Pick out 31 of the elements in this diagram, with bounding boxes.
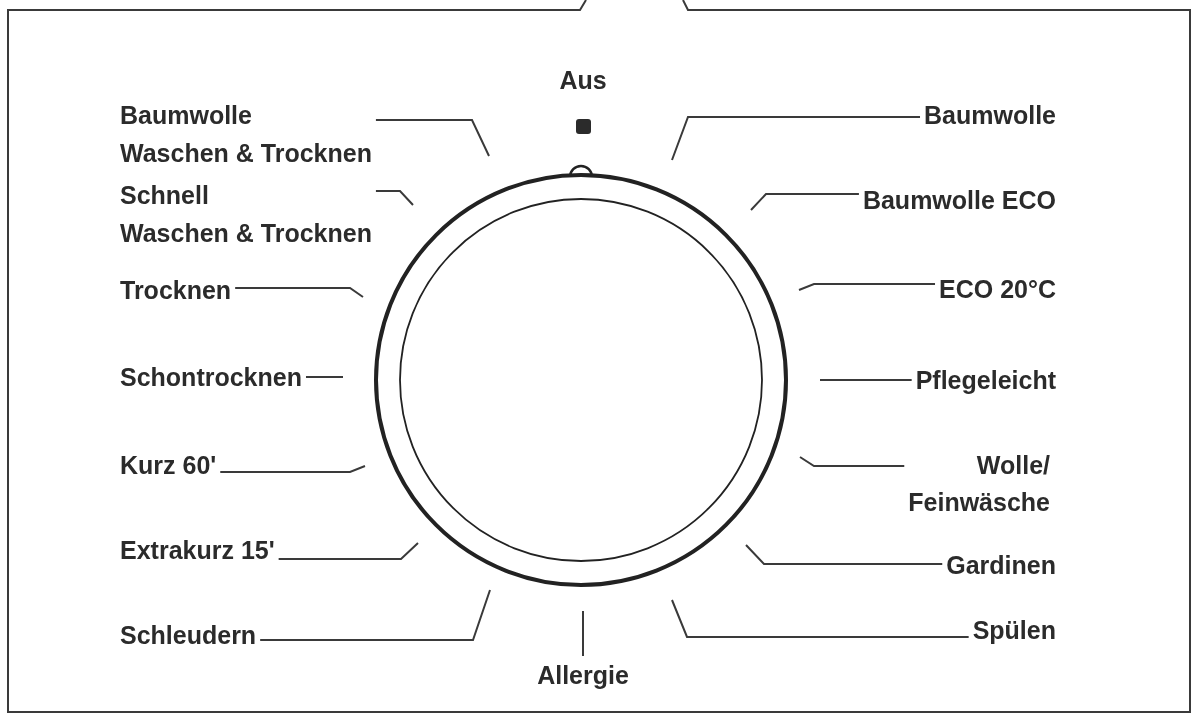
program-label: Wolle/ Feinwäsche	[908, 446, 1050, 521]
leader-line	[819, 379, 913, 381]
leader-line	[799, 456, 906, 467]
program-label: Schontrocknen	[120, 362, 302, 392]
leader-line	[234, 287, 364, 298]
program-label: Baumwolle	[924, 100, 1056, 130]
leader-line	[798, 283, 936, 291]
leader-line	[745, 544, 944, 565]
program-label: Pflegeleicht	[915, 365, 1056, 395]
program-label: ECO 20°C	[939, 274, 1056, 304]
leader-line	[750, 193, 860, 211]
leader-line	[582, 610, 584, 657]
program-label: Baumwolle Waschen & Trocknen	[120, 96, 372, 172]
program-label: Gardinen	[946, 550, 1056, 580]
program-label: Schnell Waschen & Trocknen	[120, 176, 372, 252]
leader-line	[374, 190, 414, 206]
position-label: Aus	[559, 65, 607, 95]
program-label: Extrakurz 15'	[120, 535, 275, 565]
leader-line	[305, 376, 344, 378]
leader-line	[277, 542, 419, 560]
leader-line	[671, 116, 921, 161]
leader-line	[259, 589, 491, 641]
leader-line	[671, 599, 970, 638]
leader-line	[219, 465, 366, 473]
program-label: Schleudern	[120, 620, 257, 650]
program-label: Spülen	[972, 615, 1056, 645]
leader-line	[374, 119, 490, 157]
program-label: Kurz 60'	[120, 450, 217, 480]
program-label: Trocknen	[120, 275, 232, 305]
program-label: Allergie	[537, 660, 629, 690]
program-label: Baumwolle ECO	[862, 185, 1056, 215]
